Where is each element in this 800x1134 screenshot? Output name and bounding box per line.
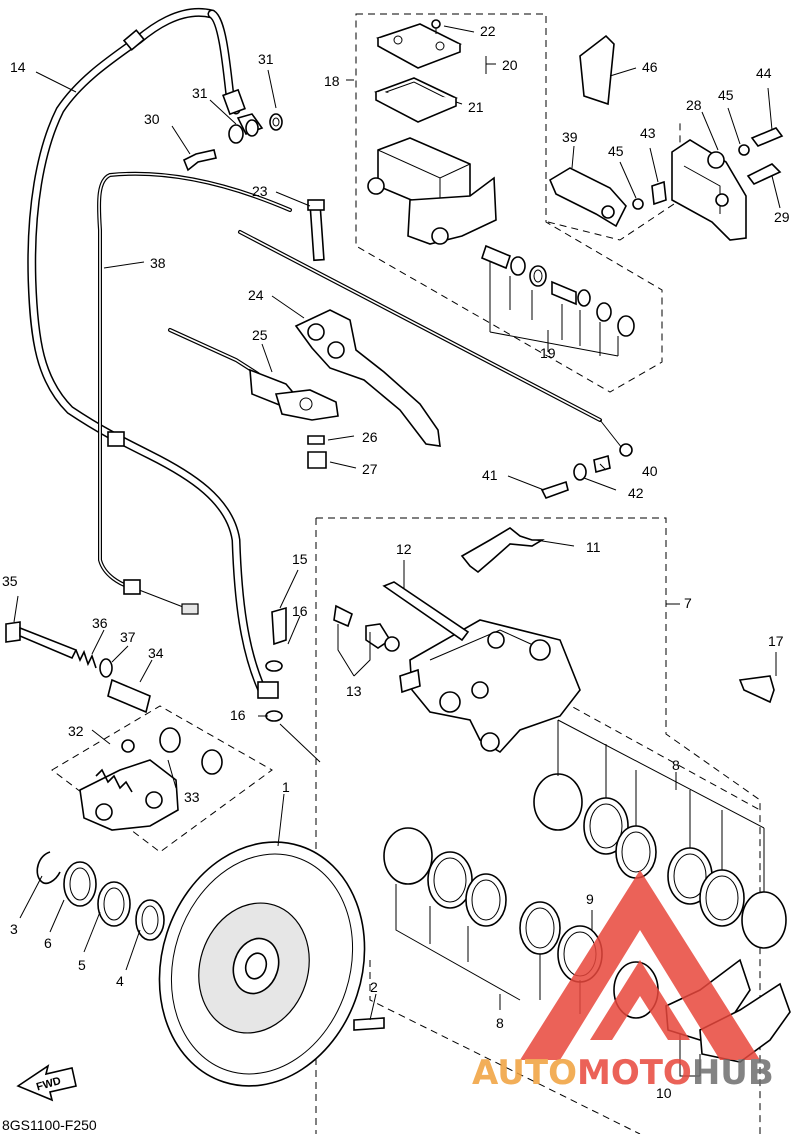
callout-12: 12 — [396, 541, 412, 557]
callout-1: 1 — [282, 779, 290, 795]
callout-13: 13 — [346, 683, 362, 699]
callout-22: 22 — [480, 23, 496, 39]
callout-33: 33 — [184, 789, 200, 805]
callout-45a: 45 — [718, 87, 734, 103]
callout-7: 7 — [684, 595, 692, 611]
banjo-bolts — [182, 113, 283, 172]
callout-38: 38 — [150, 255, 166, 271]
callout-5: 5 — [78, 957, 86, 973]
callout-46: 46 — [642, 59, 658, 75]
callout-10: 10 — [656, 1085, 672, 1101]
brake-hose — [27, 8, 279, 699]
callout-31a: 31 — [192, 85, 208, 101]
brake-disc — [158, 841, 366, 1087]
callout-36: 36 — [92, 615, 108, 631]
small-fasteners — [540, 454, 611, 499]
watermark-logo-triangle — [520, 870, 760, 1060]
parking-lever — [168, 328, 339, 469]
callout-39: 39 — [562, 129, 578, 145]
callout-37: 37 — [120, 629, 136, 645]
watermark-text: AUTOMOTOHUB — [472, 1053, 774, 1093]
callout-42: 42 — [628, 485, 644, 501]
watermark-hub: HUB — [692, 1053, 774, 1093]
callout-9: 9 — [586, 891, 594, 907]
callout-27: 27 — [362, 461, 378, 477]
watermark-moto: MOTO — [577, 1053, 692, 1093]
callout-labels: 1 2 3 4 5 6 7 8 8 9 10 11 12 13 14 15 16… — [2, 23, 790, 1101]
master-piston-kit — [481, 244, 635, 357]
callout-4: 4 — [116, 973, 124, 989]
callout-8a: 8 — [672, 757, 680, 773]
callout-17: 17 — [768, 633, 784, 649]
callout-45b: 45 — [608, 143, 624, 159]
small-washers — [36, 851, 385, 1031]
callout-44: 44 — [756, 65, 772, 81]
automotohub-watermark: AUTOMOTOHUB — [472, 870, 774, 1093]
callout-16b: 16 — [230, 707, 246, 723]
callout-31b: 31 — [258, 51, 274, 67]
parking-caliper — [5, 621, 223, 831]
watermark-auto: AUTO — [472, 1053, 577, 1093]
callout-41: 41 — [482, 467, 498, 483]
callout-40: 40 — [642, 463, 658, 479]
watermark-logo-inner — [590, 960, 690, 1040]
forward-arrow: FWD — [16, 1064, 77, 1102]
callout-25: 25 — [252, 327, 268, 343]
callout-24: 24 — [248, 287, 264, 303]
callout-20: 20 — [502, 57, 518, 73]
callout-8b: 8 — [496, 1015, 504, 1031]
brake-caliper — [265, 527, 775, 763]
master-cylinder — [367, 19, 497, 245]
callout-3: 3 — [10, 921, 18, 937]
callout-43: 43 — [640, 125, 656, 141]
callout-35: 35 — [2, 573, 18, 589]
callout-26: 26 — [362, 429, 378, 445]
callout-2: 2 — [370, 979, 378, 995]
brake-lever — [294, 199, 441, 447]
callout-29: 29 — [774, 209, 790, 225]
callout-34: 34 — [148, 645, 164, 661]
pedal-bracket — [548, 34, 784, 241]
callout-11: 11 — [586, 539, 601, 555]
callout-14: 14 — [10, 59, 26, 75]
callout-21: 21 — [468, 99, 484, 115]
diagram-code: 8GS1100-F250 — [2, 1117, 97, 1133]
leader-lines — [13, 25, 781, 1021]
callout-15: 15 — [292, 551, 308, 567]
callout-16a: 16 — [292, 603, 308, 619]
callout-18: 18 — [324, 73, 340, 89]
parking-brake-cable — [97, 171, 633, 615]
callout-32: 32 — [68, 723, 84, 739]
callout-28: 28 — [686, 97, 702, 113]
callout-23: 23 — [252, 183, 268, 199]
master-cylinder-group-outline — [355, 13, 663, 393]
callout-6: 6 — [44, 935, 52, 951]
callout-30: 30 — [144, 111, 160, 127]
callout-19: 19 — [540, 345, 556, 361]
